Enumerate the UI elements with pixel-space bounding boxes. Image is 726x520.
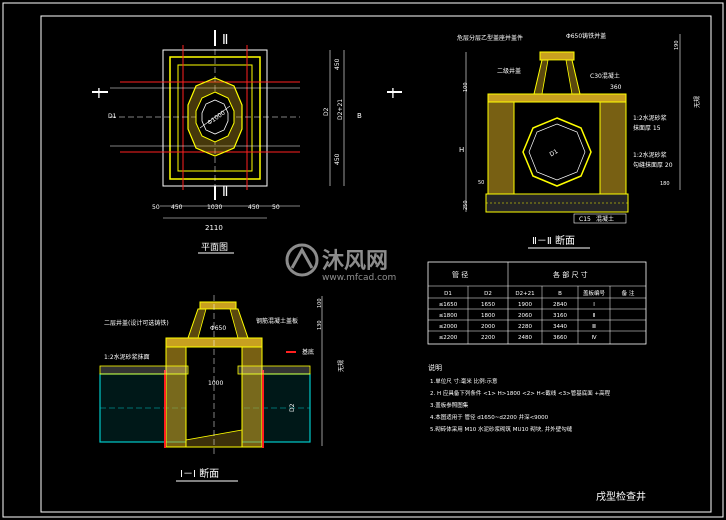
plan-caption: 平面图 bbox=[201, 242, 228, 253]
plan-d1-label: D1 bbox=[108, 113, 117, 120]
table-header-right: 各 部 尺 寸 bbox=[553, 270, 588, 279]
watermark-brand: 沐风网 bbox=[322, 249, 388, 274]
table-column-header: B bbox=[558, 291, 562, 297]
section1-right: 基底 bbox=[302, 348, 314, 356]
section2-dim-r: 180 bbox=[660, 181, 670, 187]
note-item: 3.盖板参照图集 bbox=[430, 401, 469, 409]
table-cell: 1650 bbox=[481, 302, 495, 308]
section-1: 二层井盖(设计可选铸铁) 钢筋混凝土盖板 1:2水泥砂浆抹面 Φ650 1000… bbox=[99, 295, 345, 482]
section1-caption: Ⅰ－Ⅰ 断面 bbox=[180, 467, 219, 480]
section1-brick-note: 二层井盖(设计可选铸铁) bbox=[104, 319, 169, 327]
plan-view: Φ1000 Ⅱ Ⅱ Ⅰ 50 450 1030 450 50 2110 平面图 … bbox=[92, 30, 402, 254]
note-item: 1.单位尺 寸:毫米 比例:示意 bbox=[430, 377, 498, 385]
table-cell: ≤2000 bbox=[439, 324, 458, 330]
section1-dia: Φ650 bbox=[210, 325, 226, 332]
section1-side: 无规 bbox=[337, 360, 345, 372]
table-column-header: D1 bbox=[444, 291, 452, 297]
section2-top-note: 危层分层乙型盖座并盖件 bbox=[457, 34, 523, 42]
section2-dim-top: 360 bbox=[610, 84, 622, 91]
table-cell: 2480 bbox=[518, 335, 532, 341]
table-column-header: 盖板编号 bbox=[583, 289, 606, 297]
plan-dim-right-1: 450 bbox=[334, 58, 341, 70]
table-cell: 3160 bbox=[553, 313, 567, 319]
section2-c30: C30混凝土 bbox=[590, 72, 620, 80]
dimension-table: 管 径 各 部 尺 寸 D1 D2 D2+21 B 盖板编号 备 注 ≤1650 1650 19… bbox=[427, 261, 647, 345]
section1-mortar: 1:2水泥砂浆抹面 bbox=[104, 353, 150, 361]
section2-h: H bbox=[459, 146, 464, 154]
table-column-header: D2+21 bbox=[515, 291, 534, 297]
plan-dim-right-2: D2 bbox=[323, 107, 330, 116]
section2-mortar2b: 勾缝抹面厚 20 bbox=[633, 161, 673, 169]
note-item: 5.砌砖体采用 M10 水泥砂浆砌筑 MU10 砌块, 井外壁勾缝 bbox=[430, 425, 573, 433]
watermark-url: www.mfcad.com bbox=[322, 273, 396, 283]
section2-cover: Φ650铸铁并盖 bbox=[566, 32, 606, 40]
table-cell: 2060 bbox=[518, 313, 532, 319]
table-cell: 2280 bbox=[518, 324, 532, 330]
section2-brick: 二级井盖 bbox=[497, 67, 521, 75]
table-cell: 3440 bbox=[553, 324, 567, 330]
table-cell: 2200 bbox=[481, 335, 495, 341]
plan-dim-total: 2110 bbox=[205, 224, 223, 232]
plan-dim-1: 50 bbox=[152, 204, 160, 211]
note-item: 2. H 应具备下列条件 <1> H>1800 <2> H<截线 <3>管基底面… bbox=[430, 389, 611, 397]
table-cell: Ⅱ bbox=[593, 313, 596, 319]
plan-dim-4: 450 bbox=[248, 204, 260, 211]
plan-dim-5: 50 bbox=[272, 204, 280, 211]
plan-section-mark-bottom: Ⅱ bbox=[222, 185, 228, 200]
note-item: 4.本图适用于 管径 d1650~d2200 井深<9000 bbox=[430, 413, 549, 421]
section2-mortar2: 1:2水泥砂浆 bbox=[633, 151, 667, 159]
section1-d-label: D2 bbox=[289, 403, 296, 412]
plan-section-mark-left: Ⅰ bbox=[97, 87, 101, 102]
section2-dim-side: 190 bbox=[674, 40, 680, 50]
table-column-header: D2 bbox=[484, 291, 492, 297]
table-cell: 1900 bbox=[518, 302, 532, 308]
section1-dim-b: 130 bbox=[317, 320, 323, 330]
table-cell: Ⅰ bbox=[593, 302, 595, 308]
section2-dim-a: 250 bbox=[463, 200, 469, 210]
plan-dim-2: 450 bbox=[171, 204, 183, 211]
table-cell: 2000 bbox=[481, 324, 495, 330]
section-2: D1 危层分层乙型盖座并盖件 Φ650铸铁并盖 二级井盖 C30混凝土 360 … bbox=[457, 32, 701, 249]
notes: 说明 1.单位尺 寸:毫米 比例:示意 2. H 应具备下列条件 <1> H>18… bbox=[428, 363, 611, 433]
table-cell: Ⅳ bbox=[591, 335, 597, 341]
drawing-title: 戌型检查井 bbox=[596, 490, 646, 503]
table-cell: ≤2200 bbox=[439, 335, 458, 341]
table-cell: 2840 bbox=[553, 302, 567, 308]
section1-cover-note: 钢筋混凝土盖板 bbox=[256, 317, 298, 325]
section1-dim-a: 100 bbox=[317, 298, 323, 308]
section2-dim-c: 50 bbox=[478, 180, 484, 186]
inner-frame bbox=[40, 15, 712, 513]
table-column-header: 备 注 bbox=[622, 289, 635, 297]
notes-heading: 说明 bbox=[428, 363, 442, 372]
plan-section-mark-top: Ⅱ bbox=[222, 33, 228, 48]
plan-section-mark-right: Ⅰ bbox=[391, 87, 395, 102]
section1-h1: 1000 bbox=[208, 380, 223, 387]
table-cell: Ⅲ bbox=[592, 324, 596, 330]
plan-dim-right-3: D2+21 bbox=[337, 99, 344, 120]
table-header-left: 管 径 bbox=[452, 270, 468, 279]
section2-c15b: 混凝土 bbox=[596, 215, 614, 223]
section2-mortar1b: 抹面厚 15 bbox=[633, 124, 661, 132]
section2-mortar1: 1:2水泥砂浆 bbox=[633, 114, 667, 122]
section2-d1: D1 bbox=[549, 148, 560, 158]
plan-dim-3: 1030 bbox=[207, 204, 222, 211]
table-cell: 1800 bbox=[481, 313, 495, 319]
plan-dim-right-4: 450 bbox=[334, 153, 341, 165]
section2-dim-right: 无规 bbox=[693, 96, 701, 108]
section2-c15: C15 bbox=[579, 216, 591, 223]
table-cell: 3660 bbox=[553, 335, 567, 341]
watermark: 沐风网 www.mfcad.com bbox=[285, 243, 396, 283]
table-cell: ≤1800 bbox=[439, 313, 458, 319]
section2-dim-b: 100 bbox=[463, 82, 469, 92]
table-cell: ≤1650 bbox=[439, 302, 458, 308]
plan-dim-right-5: B bbox=[357, 112, 362, 120]
section2-caption: Ⅱ－Ⅱ 断面 bbox=[532, 234, 575, 247]
